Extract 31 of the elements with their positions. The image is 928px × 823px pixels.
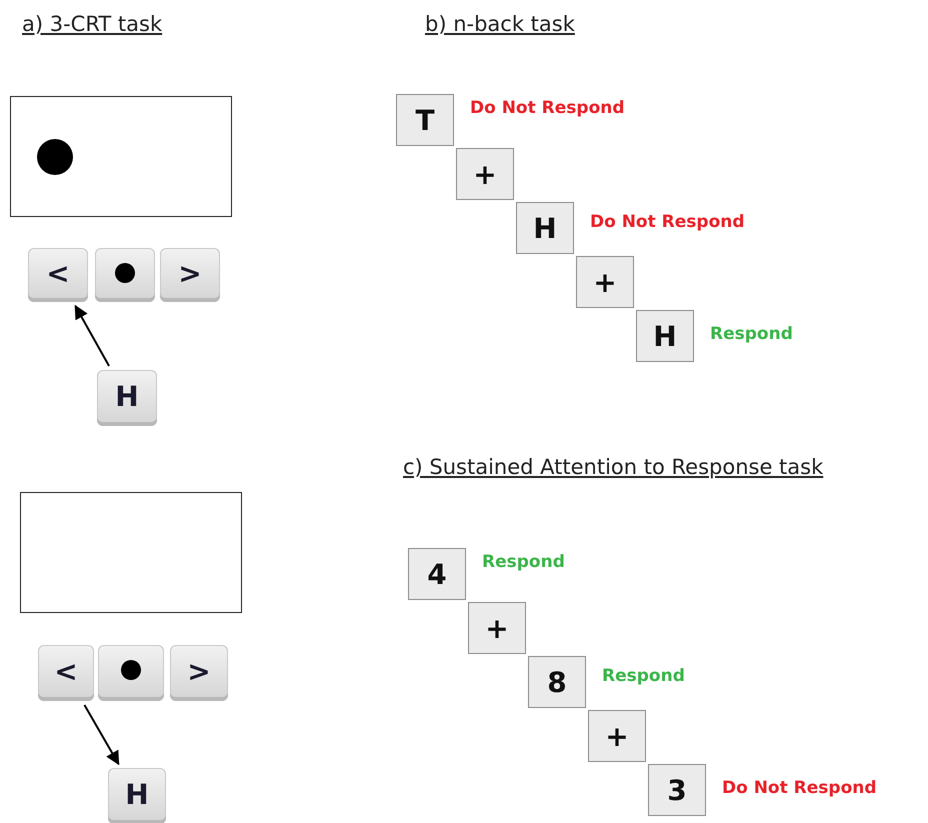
arrow — [74, 304, 110, 366]
response-instruction: Do Not Respond — [470, 98, 625, 118]
panel-heading: a) 3-CRT task — [22, 12, 162, 36]
stimulus-card: H — [516, 202, 574, 254]
response-instruction: Respond — [710, 324, 793, 344]
keyboard-key — [98, 645, 164, 701]
keyboard-key: < — [28, 248, 88, 302]
display-screen — [20, 492, 242, 613]
stimulus-card: 3 — [648, 764, 706, 816]
keyboard-key: < — [38, 645, 94, 701]
response-instruction: Do Not Respond — [590, 212, 745, 232]
stimulus-card: + — [456, 148, 514, 200]
keyboard-key: > — [160, 248, 220, 302]
panel-heading: c) Sustained Attention to Response task — [403, 455, 824, 479]
panel-heading: b) n-back task — [425, 12, 575, 36]
stimulus-card: + — [576, 256, 634, 308]
stimulus-card: + — [468, 602, 526, 654]
stimulus-card: 4 — [408, 548, 466, 600]
keyboard-key: H — [108, 768, 166, 823]
arrow — [84, 704, 120, 766]
stimulus-card: T — [396, 94, 454, 146]
response-instruction: Respond — [482, 552, 565, 572]
stimulus-card: + — [588, 710, 646, 762]
stimulus-card: H — [636, 310, 694, 362]
display-screen — [10, 96, 232, 217]
response-instruction: Respond — [602, 666, 685, 686]
response-instruction: Do Not Respond — [722, 778, 877, 798]
stimulus-card: 8 — [528, 656, 586, 708]
keyboard-key: > — [170, 645, 228, 701]
keyboard-key — [95, 248, 155, 302]
keyboard-key: H — [97, 370, 157, 426]
